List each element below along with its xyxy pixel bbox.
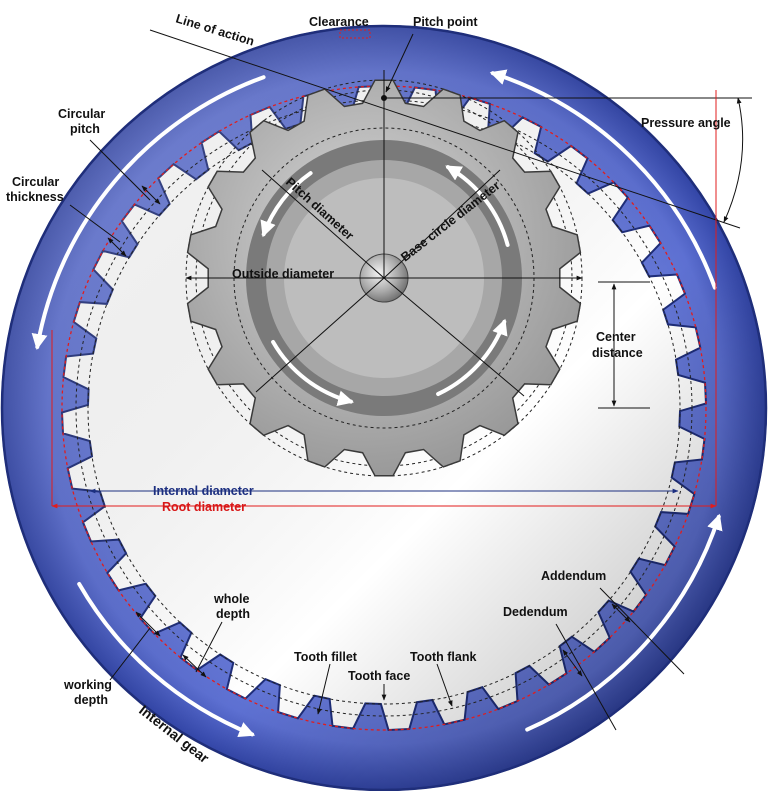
pitch-point-leader (385, 33, 414, 93)
pinion-arrow-2 (445, 165, 510, 247)
label-circular-thickness-1: Circular (12, 175, 59, 189)
label-dedendum: Dedendum (503, 605, 568, 619)
bottom-left-leaders (109, 611, 223, 681)
label-root-diameter: Root diameter (162, 500, 246, 514)
pitch-diameter-line (261, 169, 385, 279)
ring-pitch-circle (75, 99, 693, 717)
tooth-flank-leader (436, 663, 453, 707)
label-center-distance-2: distance (592, 346, 643, 360)
ring-arrow-top-right (489, 69, 717, 290)
left-leaders (69, 139, 161, 257)
addendum-leader (599, 587, 685, 675)
line-of-action (149, 29, 741, 229)
base-circle-line (383, 169, 501, 279)
working-depth-arrow (135, 611, 161, 637)
label-outside-diameter: Outside diameter (232, 267, 334, 281)
label-working-depth-1: working (63, 678, 112, 692)
radial-line-lower-right (383, 277, 525, 397)
working-depth-leader (109, 627, 151, 681)
bottom-right-leaders (555, 587, 685, 731)
dedendum-leader (555, 623, 617, 731)
clearance-box (339, 29, 371, 39)
label-tooth-face: Tooth face (348, 669, 410, 683)
label-clearance: Clearance (309, 15, 369, 29)
pinion-radial-lines (185, 70, 583, 397)
dedendum-arrow (562, 649, 583, 677)
ring-arrow-top-left (31, 75, 266, 351)
label-whole-depth-1: whole (213, 592, 249, 606)
line-of-action-group (149, 29, 752, 229)
root-circle (61, 85, 707, 731)
ring-arrow-bottom-left (77, 582, 256, 738)
pinion-arrow-1 (260, 171, 313, 238)
ring-rotation-arrows (31, 69, 723, 738)
label-addendum: Addendum (541, 569, 606, 583)
whole-depth-arrow (182, 654, 207, 678)
pinion-arrow-3 (271, 340, 354, 407)
pitch-point-dot (381, 95, 387, 101)
label-internal-diameter: Internal diameter (153, 484, 254, 498)
label-tooth-fillet: Tooth fillet (294, 650, 358, 664)
label-circular-pitch-2: pitch (70, 122, 100, 136)
tooth-fillet-leader (316, 663, 331, 715)
circular-pitch-arrow (141, 185, 161, 205)
addendum-arrow (611, 603, 631, 623)
center-distance-group (598, 281, 650, 409)
label-circular-pitch-1: Circular (58, 107, 105, 121)
label-tooth-flank: Tooth flank (410, 650, 476, 664)
diameter-lines (51, 90, 717, 509)
bottom-center-leaders (316, 663, 453, 715)
label-pressure-angle: Pressure angle (641, 116, 731, 130)
pinion-rotation-arrows (260, 165, 510, 407)
pressure-angle-arc (723, 97, 744, 223)
ring-arrow-bottom-right (525, 513, 723, 732)
label-line-of-action: Line of action (174, 11, 256, 48)
radial-line-lower-left (255, 277, 385, 393)
label-pitch-point: Pitch point (413, 15, 478, 29)
circular-thickness-leader (69, 204, 121, 243)
pinion-arrow-4 (436, 318, 508, 396)
label-whole-depth-2: depth (216, 607, 250, 621)
circular-pitch-leader (89, 139, 151, 201)
label-circular-thickness-2: thickness (6, 190, 64, 204)
label-center-distance-1: Center (596, 330, 636, 344)
label-working-depth-2: depth (74, 693, 108, 707)
circular-thickness-arrow (107, 237, 127, 257)
